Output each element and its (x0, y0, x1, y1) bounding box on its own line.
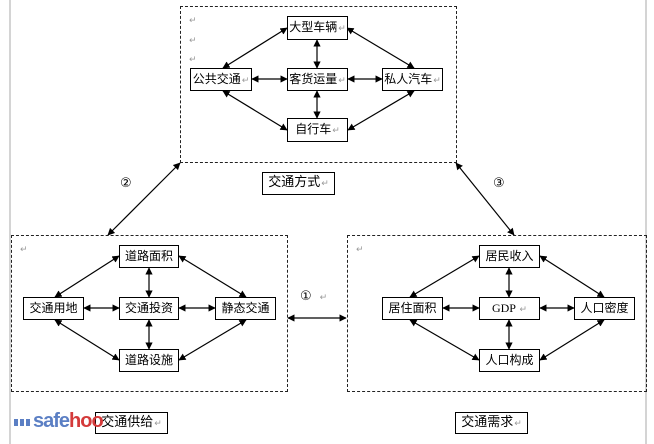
label-transport-demand: 交通需求↵ (455, 412, 528, 434)
connector-supply-top-left (54, 255, 120, 298)
connector-supply-top-right (178, 255, 247, 298)
paragraph-mark: ↵ (189, 36, 197, 46)
node-gdp: GDP ↵ (479, 297, 540, 320)
paragraph-mark: ↵ (189, 16, 197, 26)
connector-demand-top-right (539, 255, 605, 298)
node-road-area: 道路面积 (119, 245, 179, 268)
mode-group-frame (180, 6, 457, 163)
node-bicycles: 自行车↵ (287, 118, 348, 142)
page-right-edge (645, 0, 647, 444)
connector-mode-right-bottom (347, 90, 415, 131)
node-transport-investment: 交通投资 (119, 297, 179, 320)
node-passenger-freight-volume: 客货运量↵ (287, 68, 348, 91)
connector-relation-demand-mode (455, 162, 515, 236)
marker-supply-demand: ①↵ (300, 289, 328, 304)
node-road-facilities: 道路设施 (119, 349, 179, 372)
connector-mode-left-bottom (222, 90, 288, 131)
connector-mode-top-right (346, 27, 415, 69)
connector-demand-left-bottom (409, 319, 480, 361)
node-static-traffic: 静态交通 (215, 297, 276, 320)
connector-supply-right-bottom (178, 319, 247, 361)
node-public-transit: 公共交通↵ (190, 68, 252, 91)
node-population-structure: 人口构成 (479, 349, 540, 372)
connector-relation-supply-mode (107, 162, 181, 236)
page-left-edge (9, 0, 11, 444)
connector-supply-left-bottom (54, 319, 120, 361)
paragraph-mark: ↵ (356, 245, 364, 255)
marker-demand-mode: ③ (493, 176, 505, 191)
node-private-cars: 私人汽车↵ (382, 68, 443, 91)
watermark-logo: safehoo (14, 410, 104, 432)
node-transport-land-use: 交通用地 (23, 297, 84, 320)
node-population-density: 人口密度 (574, 297, 635, 320)
marker-supply-mode: ② (120, 176, 132, 191)
node-residential-area: 居住面积 (382, 297, 443, 320)
connector-mode-top-left (222, 27, 288, 69)
paragraph-mark: ↵ (189, 55, 197, 65)
label-transport-supply: 交通供给↵ (95, 412, 168, 434)
node-resident-income: 居民收入 (479, 245, 540, 268)
paragraph-mark: ↵ (20, 245, 28, 255)
label-transport-mode: 交通方式↵ (262, 172, 335, 195)
node-large-vehicles: 大型车辆↵ (287, 16, 348, 40)
connector-demand-top-left (409, 255, 480, 298)
connector-demand-right-bottom (539, 319, 605, 361)
